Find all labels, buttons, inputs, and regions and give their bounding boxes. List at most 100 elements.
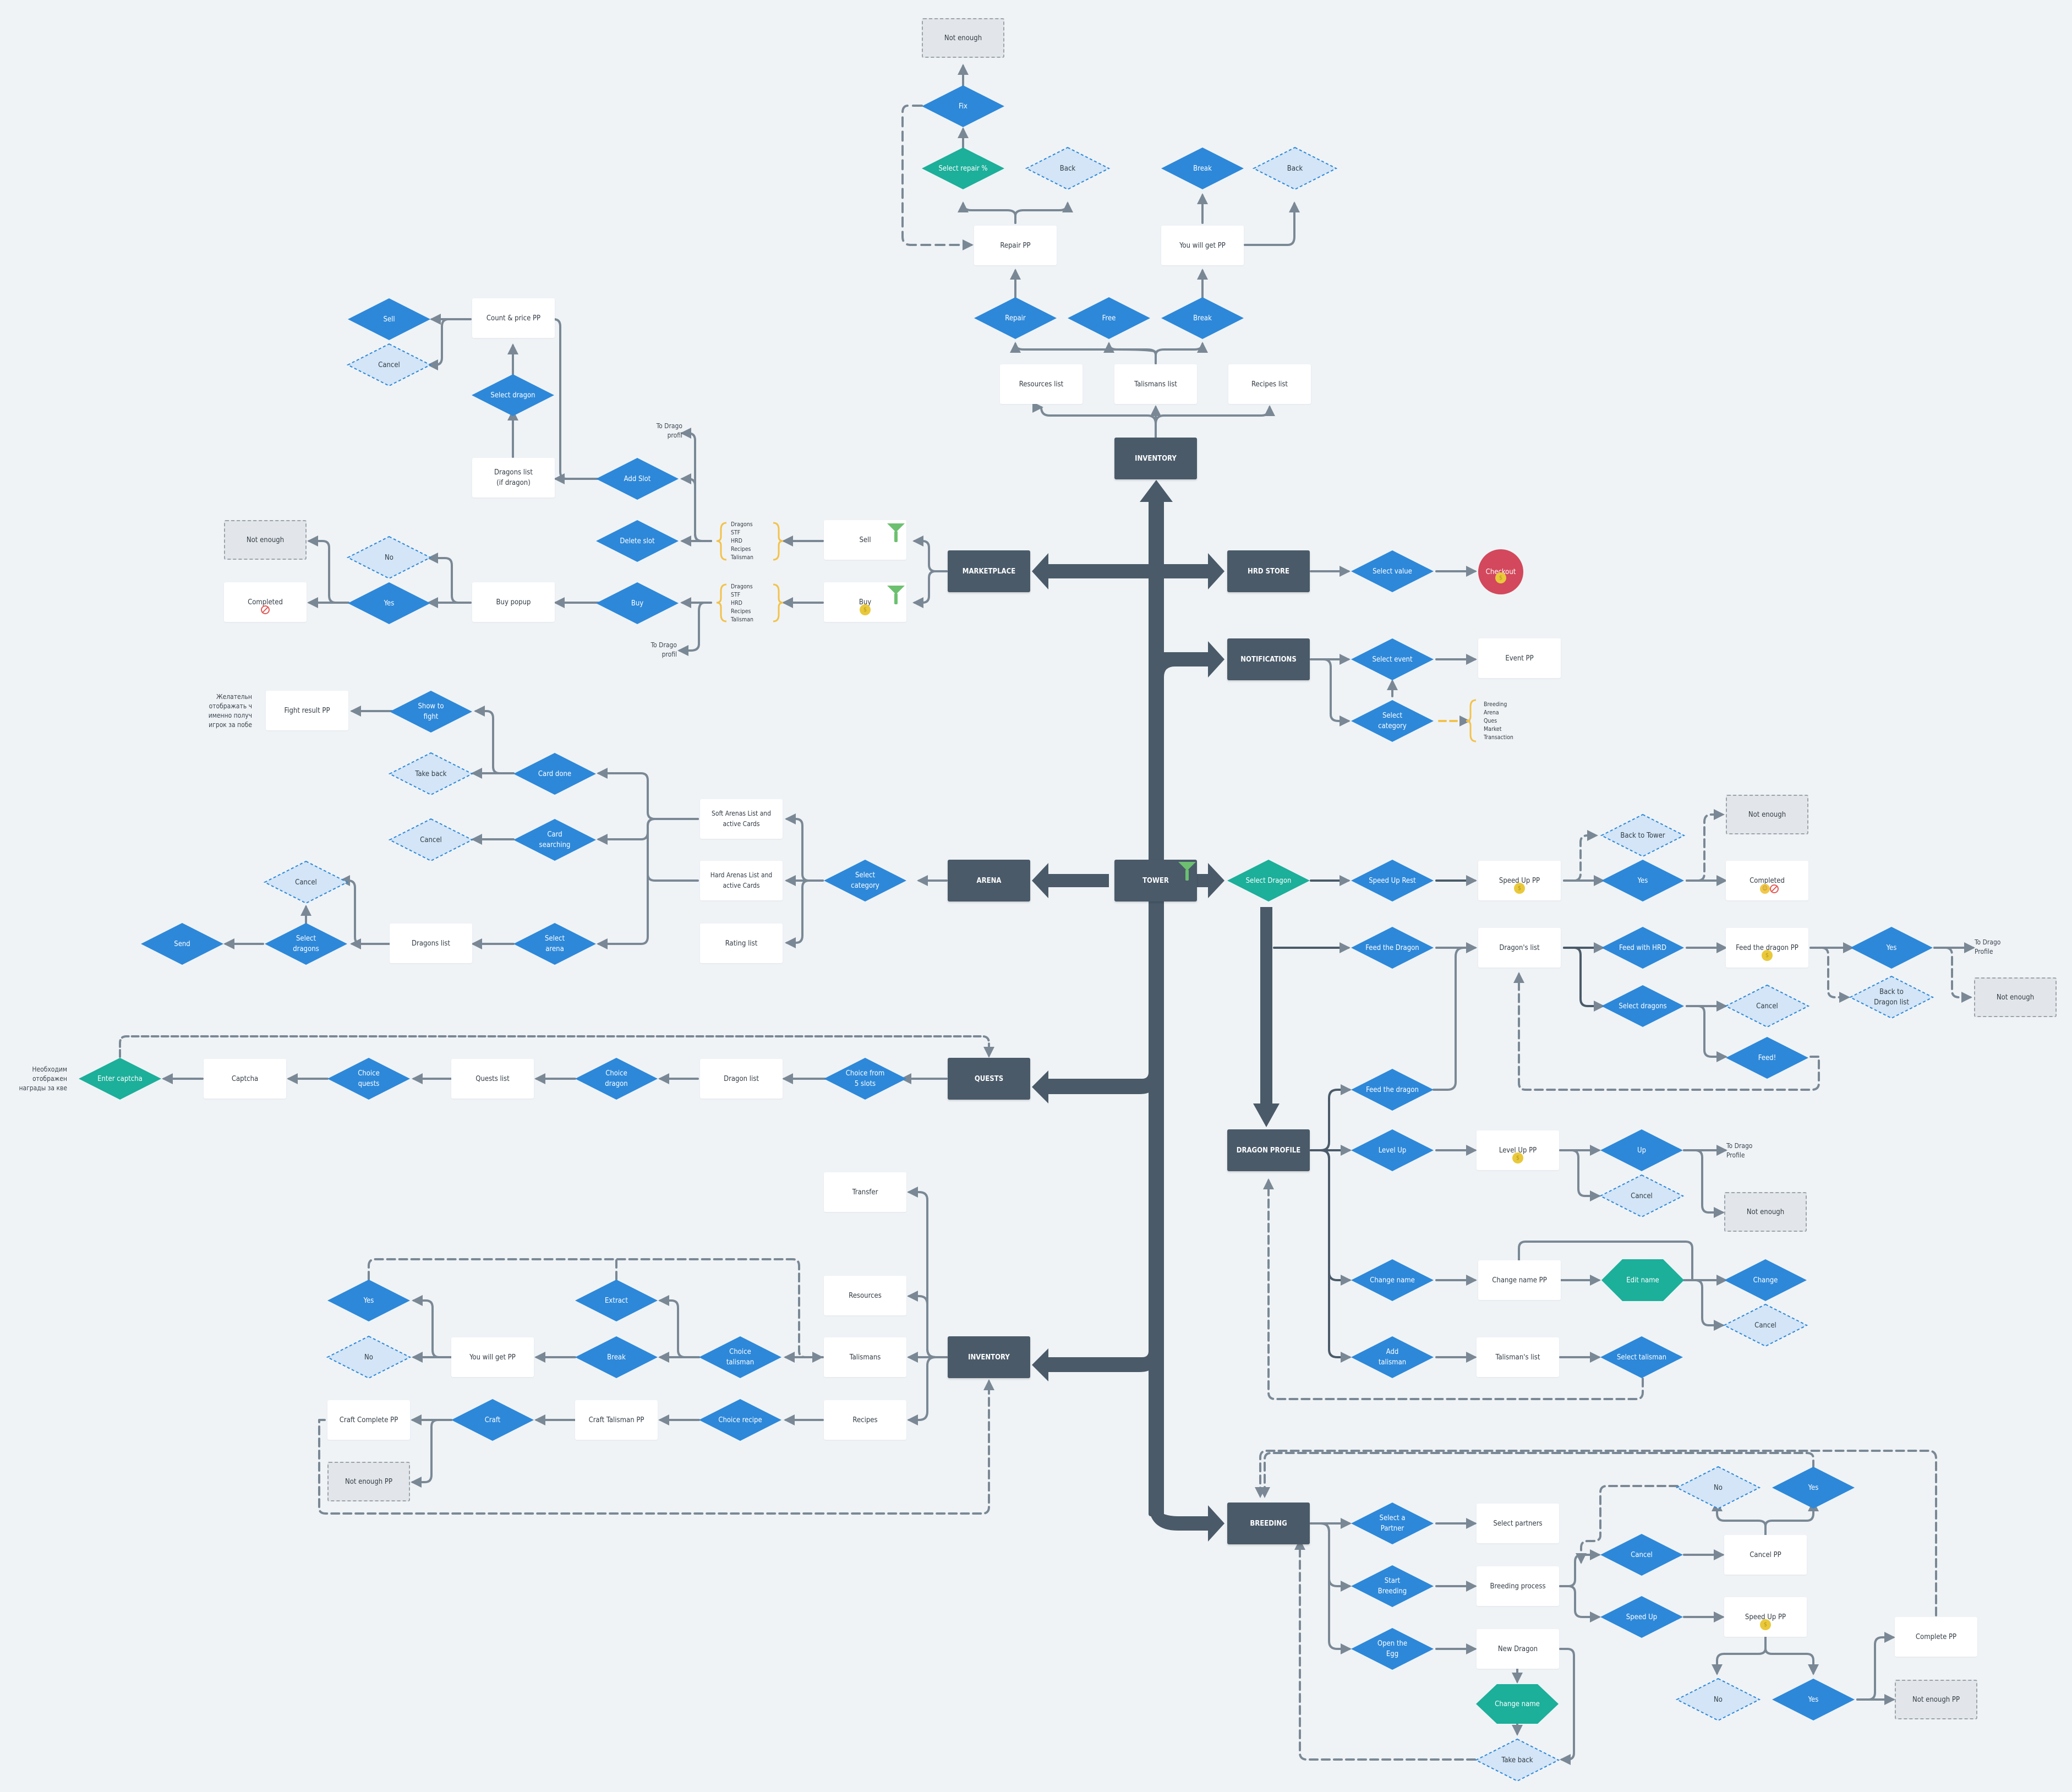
dp-select-talisman-decision[interactable]: Select talisman [1600, 1336, 1683, 1378]
arena-select-arena-decision[interactable]: Select arena [513, 923, 596, 965]
tower-speed-up-pp[interactable]: Speed Up PP$ [1478, 861, 1561, 900]
inv-break-decision[interactable]: Break [1161, 297, 1244, 339]
mkt-count-price-pp[interactable]: Count & price PP [472, 298, 555, 338]
mkt-dragons-list[interactable]: Dragons list (if dragon) [472, 458, 555, 498]
quests-captcha[interactable]: Captcha [204, 1059, 286, 1099]
arena-fight-result-pp[interactable]: Fight result PP [266, 691, 348, 730]
mkt-buy-box[interactable]: Buy$ [824, 582, 906, 622]
br-start-breeding-decision[interactable]: Start Breeding [1351, 1565, 1434, 1607]
mkt-select-dragon-decision[interactable]: Select dragon [472, 374, 554, 416]
quests-enter-captcha-decision[interactable]: Enter captcha [79, 1058, 161, 1100]
br-cancel-decision[interactable]: Cancel [1600, 1534, 1683, 1576]
tower-back-to-tower-option[interactable]: Back to Tower [1600, 813, 1686, 857]
tower-dragons-list[interactable]: Dragon's list [1478, 928, 1561, 968]
br-no-option-1[interactable]: No [1675, 1466, 1761, 1510]
hub-inventory-bottom[interactable]: INVENTORY [948, 1336, 1030, 1378]
dp-level-up-pp[interactable]: Level Up PP$ [1477, 1130, 1559, 1170]
arena-card-done-decision[interactable]: Card done [513, 753, 596, 795]
dp-change-name-decision[interactable]: Change name [1351, 1259, 1434, 1301]
dp-edit-name-input[interactable]: Edit name [1601, 1259, 1684, 1301]
mkt-no-option[interactable]: No [346, 536, 432, 580]
tower-cancel-option[interactable]: Cancel [1724, 984, 1810, 1028]
invb-yes-decision[interactable]: Yes [327, 1280, 410, 1321]
dp-change-name-pp[interactable]: Change name PP [1478, 1260, 1561, 1300]
hub-arena[interactable]: ARENA [948, 860, 1030, 902]
invb-extract-decision[interactable]: Extract [575, 1280, 658, 1321]
inv-free-decision[interactable]: Free [1068, 297, 1150, 339]
inv-you-will-get-pp[interactable]: You will get PP [1161, 226, 1244, 265]
notif-select-event-decision[interactable]: Select event [1351, 638, 1434, 680]
inv-break-decision-top[interactable]: Break [1161, 147, 1244, 189]
notif-event-pp[interactable]: Event PP [1478, 638, 1561, 678]
mkt-buy-decision[interactable]: Buy [596, 582, 679, 624]
invb-no-option[interactable]: No [326, 1335, 412, 1379]
hub-notifications[interactable]: NOTIFICATIONS [1227, 638, 1310, 680]
hub-dragon-profile[interactable]: DRAGON PROFILE [1227, 1129, 1310, 1171]
dp-level-up-decision[interactable]: Level Up [1351, 1129, 1434, 1171]
invb-resources[interactable]: Resources [824, 1276, 906, 1315]
arena-select-category-decision[interactable]: Select category [824, 860, 906, 902]
dp-feed-the-dragon-decision[interactable]: Feed the dragon [1351, 1069, 1434, 1111]
inv-talismans-list[interactable]: Talismans list [1114, 364, 1197, 404]
br-breeding-process[interactable]: Breeding process [1477, 1566, 1559, 1606]
inv-repair-pp[interactable]: Repair PP [974, 226, 1057, 265]
arena-hard-arenas-list[interactable]: Hard Arenas List and active Cards [700, 861, 783, 900]
inv-select-repair-decision[interactable]: Select repair % [922, 147, 1004, 189]
hrd-select-value-decision[interactable]: Select value [1351, 550, 1434, 592]
br-new-dragon[interactable]: New Dragon [1477, 1629, 1559, 1669]
invb-you-will-get-pp[interactable]: You will get PP [451, 1337, 534, 1377]
dp-talismans-list[interactable]: Talisman's list [1477, 1337, 1559, 1377]
inv-fix-decision[interactable]: Fix [922, 85, 1004, 127]
tower-feed-the-dragon-decision[interactable]: Feed the Dragon [1351, 927, 1434, 969]
hub-inventory-top[interactable]: INVENTORY [1114, 438, 1197, 479]
arena-send-decision[interactable]: Send [141, 923, 223, 965]
dp-cancel-option[interactable]: Cancel [1599, 1174, 1685, 1218]
tower-speed-up-rest-decision[interactable]: Speed Up Rest [1351, 860, 1434, 902]
br-yes-decision-1[interactable]: Yes [1772, 1467, 1855, 1509]
br-complete-pp[interactable]: Complete PP [1895, 1617, 1977, 1657]
invb-choice-recipe-decision[interactable]: Choice recipe [699, 1399, 781, 1441]
arena-take-back-option[interactable]: Take back [388, 752, 474, 796]
invb-talismans[interactable]: Talismans [824, 1337, 906, 1377]
mkt-sell-box[interactable]: Sell [824, 520, 906, 560]
invb-choice-talisman-decision[interactable]: Choice talisman [699, 1336, 781, 1378]
quests-choice-dragon-decision[interactable]: Choice dragon [575, 1058, 658, 1100]
invb-break-decision[interactable]: Break [575, 1336, 658, 1378]
tower-feed-the-dragon-pp[interactable]: Feed the dragon PP$ [1726, 928, 1808, 968]
notif-select-category-decision[interactable]: Select category [1351, 700, 1434, 742]
hub-breeding[interactable]: BREEDING [1227, 1503, 1310, 1544]
hrd-checkout-button[interactable]: Checkout$ [1478, 549, 1523, 594]
dp-add-talisman-decision[interactable]: Add talisman [1351, 1336, 1434, 1378]
inv-back-option-2[interactable]: Back [1252, 146, 1338, 190]
mkt-sell-decision[interactable]: Sell [348, 298, 430, 340]
arena-cancel-option-2[interactable]: Cancel [263, 860, 349, 904]
quests-dragon-list[interactable]: Dragon list [700, 1059, 783, 1099]
br-no-option-2[interactable]: No [1675, 1678, 1761, 1722]
hub-tower[interactable]: TOWER [1114, 860, 1197, 902]
invb-transfer[interactable]: Transfer [824, 1172, 906, 1212]
inv-repair-decision[interactable]: Repair [974, 297, 1057, 339]
invb-craft-decision[interactable]: Craft [451, 1399, 534, 1441]
mkt-cancel-option[interactable]: Cancel [346, 343, 432, 387]
quests-choice-from-5-decision[interactable]: Choice from 5 slots [824, 1058, 906, 1100]
tower-feed-decision[interactable]: Feed! [1726, 1037, 1808, 1079]
hub-marketplace[interactable]: MARKETPLACE [948, 550, 1030, 592]
arena-dragons-list[interactable]: Dragons list [390, 924, 472, 963]
tower-select-dragon-decision[interactable]: Select Dragon [1227, 860, 1310, 902]
tower-yes-decision[interactable]: Yes [1601, 860, 1684, 902]
br-speed-up-decision[interactable]: Speed Up [1600, 1596, 1683, 1638]
dp-up-decision[interactable]: Up [1600, 1129, 1683, 1171]
quests-choice-quests-decision[interactable]: Choice quests [327, 1058, 410, 1100]
br-select-partners[interactable]: Select partners [1477, 1504, 1559, 1543]
arena-card-searching-decision[interactable]: Card searching [513, 819, 596, 861]
dp-change-decision[interactable]: Change [1724, 1259, 1807, 1301]
quests-quests-list[interactable]: Quests list [451, 1059, 534, 1099]
hub-hrd-store[interactable]: HRD STORE [1227, 550, 1310, 592]
tower-select-dragons-decision[interactable]: Select dragons [1601, 985, 1684, 1027]
invb-recipes[interactable]: Recipes [824, 1400, 906, 1440]
tower-back-to-dragon-list-option[interactable]: Back to Dragon list [1849, 975, 1934, 1019]
mkt-buy-popup[interactable]: Buy popup [472, 582, 555, 622]
arena-cancel-option-1[interactable]: Cancel [388, 818, 474, 862]
dp-cancel-option-2[interactable]: Cancel [1723, 1303, 1808, 1347]
arena-select-dragons-decision[interactable]: Select dragons [265, 923, 347, 965]
